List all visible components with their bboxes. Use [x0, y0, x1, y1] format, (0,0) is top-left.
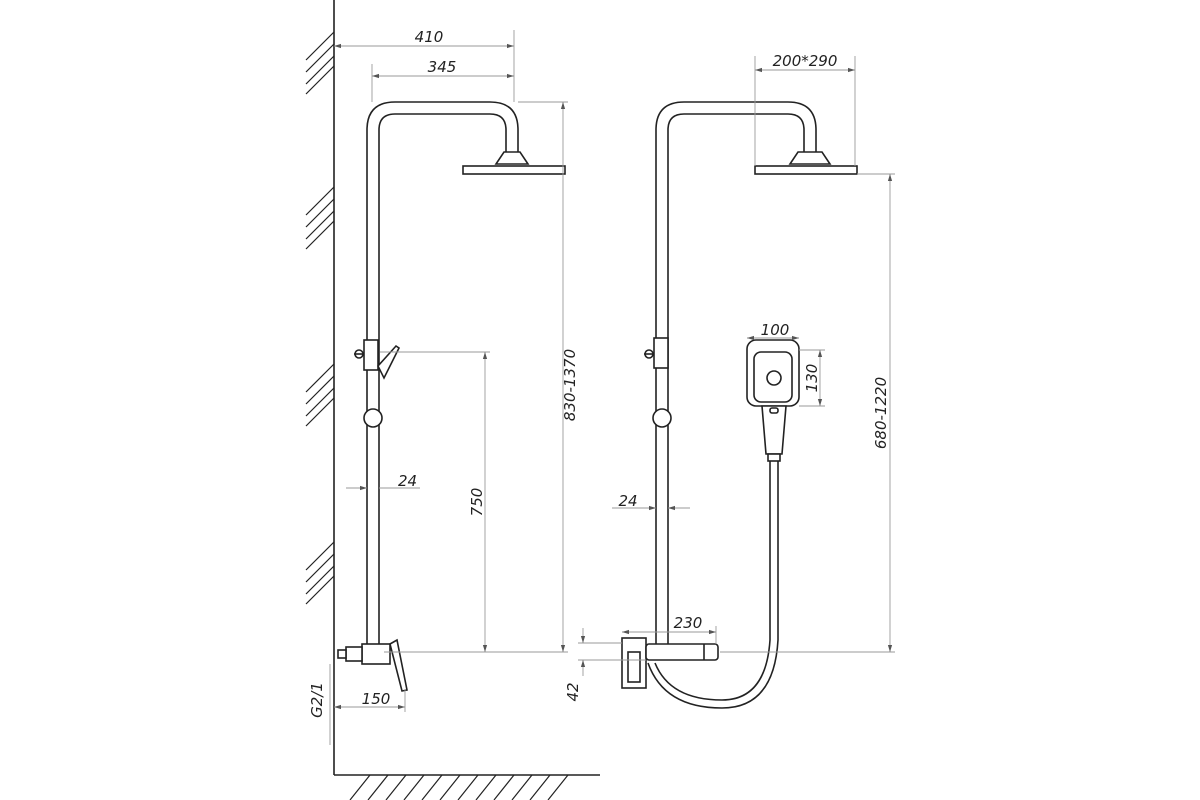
wall-hatching: [305, 31, 335, 605]
dim-left-height-range: 830-1370: [561, 349, 579, 421]
right-dimensions: 200*290 680-1220 100 130 24 230 42: [564, 52, 895, 702]
wall: [305, 0, 600, 800]
left-mixer-lever: [389, 638, 408, 692]
right-riser-pipe: [655, 101, 817, 650]
right-shower-head-connector: [788, 151, 832, 165]
dim-thread: G2/1: [308, 682, 326, 718]
left-dimensions: 410 345 830-1370 750 24 150 G2/1: [308, 28, 579, 745]
right-shower-system: [621, 101, 858, 709]
right-shower-head: [754, 165, 858, 175]
dim-spout-offset: 42: [564, 682, 582, 701]
left-riser-pipe: [366, 101, 519, 650]
dim-arm-inner: 345: [428, 58, 457, 76]
hand-shower-handle: [761, 405, 787, 455]
floor-hatching: [349, 774, 569, 800]
dim-mixer-depth: 150: [362, 690, 391, 708]
dim-arm-outer: 410: [415, 28, 444, 46]
left-shower-head-connector: [494, 151, 530, 165]
dim-right-height-range: 680-1220: [872, 377, 890, 449]
left-holder-arm: [377, 344, 401, 380]
left-slider-knob: [363, 408, 383, 428]
left-holder-block: [363, 339, 379, 371]
left-mixer-body: [361, 643, 391, 665]
left-shower-system: [337, 101, 566, 692]
bath-spout: [645, 643, 719, 661]
dim-spout-length: 230: [674, 614, 703, 632]
shower-hose: [654, 461, 771, 701]
dim-holder-height: 750: [468, 488, 486, 517]
right-holder-block: [653, 337, 669, 369]
left-shower-head: [462, 165, 566, 175]
right-slider-knob: [652, 408, 672, 428]
dim-handshower-width: 100: [761, 321, 790, 339]
dim-handshower-height: 130: [803, 364, 821, 393]
dim-right-pipe-diameter: 24: [618, 492, 637, 510]
dim-left-pipe-diameter: 24: [398, 472, 417, 490]
dim-head-size: 200*290: [773, 52, 838, 70]
